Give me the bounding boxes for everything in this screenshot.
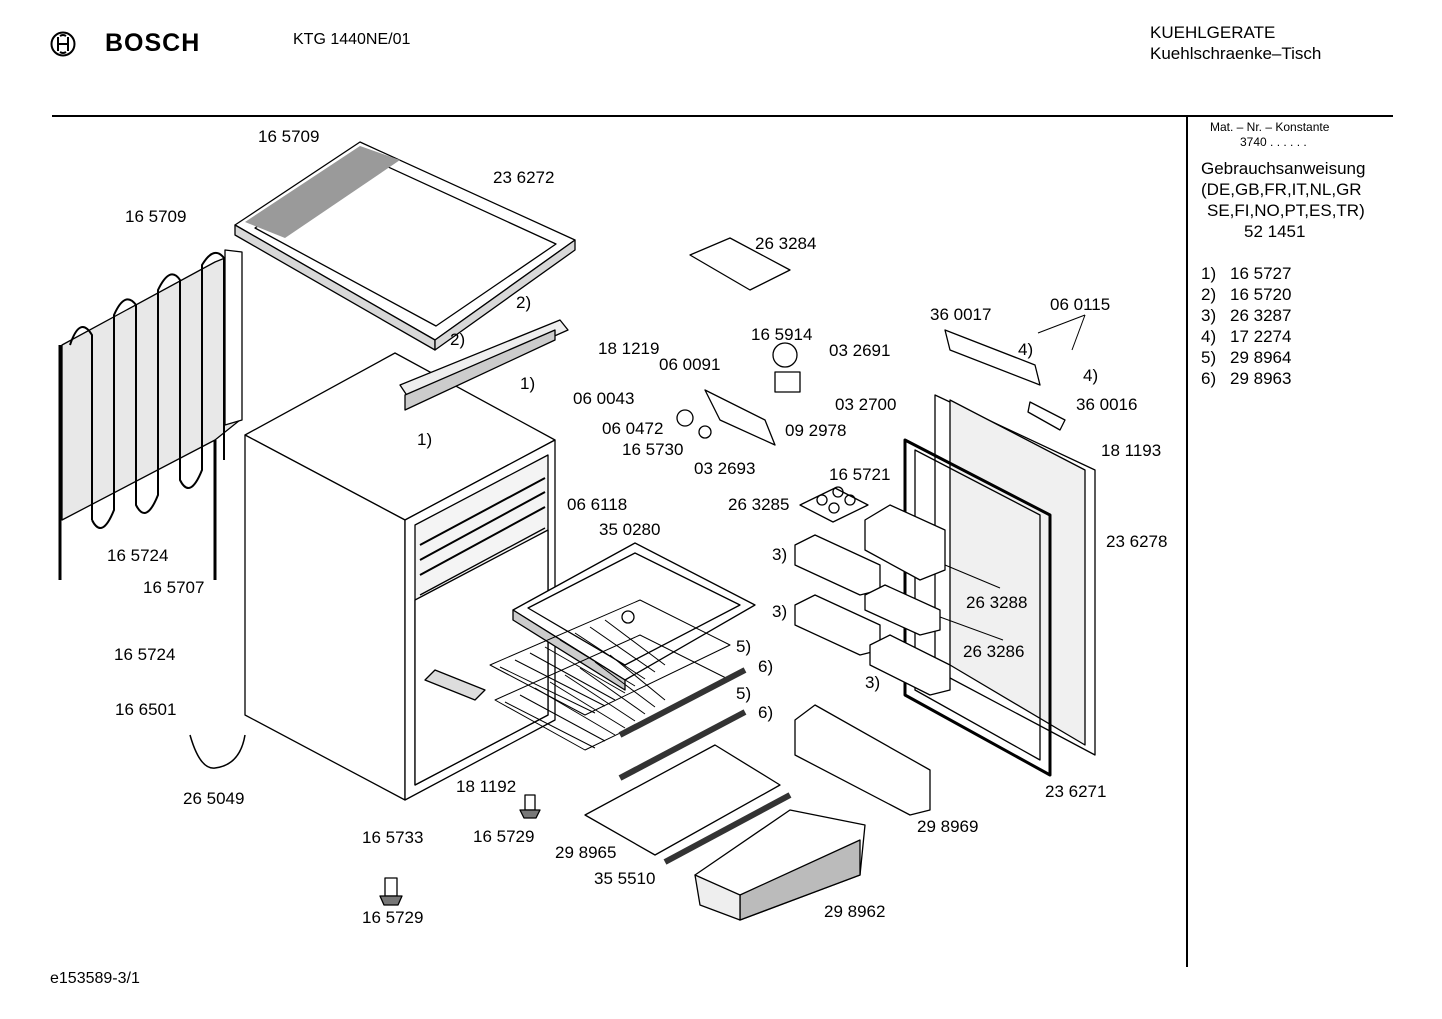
mat-nr-label: Mat. – Nr. – Konstante (1210, 120, 1330, 134)
part-label: 5) (736, 684, 752, 703)
part-label: 03 2693 (694, 459, 756, 478)
document-id: e153589-3/1 (50, 970, 140, 987)
part-label: 29 8962 (824, 902, 886, 921)
part-label: 16 5721 (829, 465, 891, 484)
bosch-logo-icon (50, 31, 76, 57)
note-value: 29 8964 (1230, 348, 1292, 367)
hinge-cover-top (944, 329, 1041, 386)
part-label: 29 8969 (917, 817, 979, 836)
part-label: 6) (758, 657, 774, 676)
cabinet-body (244, 352, 556, 801)
part-label: 26 3284 (755, 234, 817, 253)
part-label: 5) (736, 637, 752, 656)
part-label: 26 3285 (728, 495, 790, 514)
part-label: 36 0017 (930, 305, 992, 324)
part-label: 18 1193 (1101, 441, 1162, 460)
manual-title: Gebrauchsanweisung (1201, 159, 1366, 178)
note-key: 4) (1201, 327, 1217, 346)
note-key: 1) (1201, 264, 1217, 283)
note-value: 16 5727 (1230, 264, 1292, 283)
part-label: 35 0280 (599, 520, 661, 539)
part-label: 18 1219 (598, 339, 660, 358)
part-label: 16 5724 (114, 645, 176, 664)
note-key: 6) (1201, 369, 1217, 388)
note-key: 3) (1201, 306, 1217, 325)
part-label: 16 5729 (362, 908, 424, 927)
category-title: KUEHLGERATE (1150, 23, 1276, 42)
part-label: 16 5729 (473, 827, 535, 846)
part-label: 26 3286 (963, 642, 1025, 661)
part-label: 16 5730 (622, 440, 684, 459)
part-label: 23 6272 (493, 168, 555, 187)
part-label: 3) (772, 602, 788, 621)
door-bottle-shelf (794, 704, 931, 816)
condenser-coil (58, 249, 243, 580)
part-label: 18 1192 (456, 777, 517, 796)
part-label: 26 5049 (183, 789, 245, 808)
part-label: 23 6271 (1045, 782, 1107, 801)
part-label: 1) (417, 430, 433, 449)
manual-number: 52 1451 (1244, 222, 1306, 241)
category-subtitle: Kuehlschraenke–Tisch (1150, 44, 1322, 63)
mat-nr-value: 3740 . . . . . . (1240, 135, 1307, 149)
trim-strips (618, 667, 792, 865)
power-cord (189, 734, 246, 769)
part-label: 03 2691 (829, 341, 891, 360)
part-label: 06 0472 (602, 419, 664, 438)
part-label: 29 8965 (555, 843, 617, 862)
part-label: 16 5709 (258, 127, 320, 146)
part-label: 06 6118 (567, 495, 628, 514)
part-label: 16 5709 (125, 207, 187, 226)
part-label: 3) (772, 545, 788, 564)
header-divider (52, 115, 1393, 117)
note-value: 17 2274 (1230, 327, 1292, 346)
part-label: 35 5510 (594, 869, 656, 888)
brand-name: BOSCH (105, 29, 201, 57)
door-assembly (903, 394, 1096, 777)
note-value: 29 8963 (1230, 369, 1292, 388)
part-label: 6) (758, 703, 774, 722)
note-key: 5) (1201, 348, 1217, 367)
part-label: 2) (516, 293, 532, 312)
part-label: 16 5733 (362, 828, 424, 847)
note-value: 26 3287 (1230, 306, 1292, 325)
part-label: 16 5914 (751, 325, 813, 344)
crisper-cover (584, 744, 781, 856)
part-label: 16 5707 (143, 578, 205, 597)
part-label: 1) (520, 374, 536, 393)
note-value: 16 5720 (1230, 285, 1292, 304)
part-label: 16 5724 (107, 546, 169, 565)
sidebar-divider (1186, 117, 1188, 967)
adjustable-feet (379, 794, 541, 906)
model-number: KTG 1440NE/01 (293, 31, 411, 48)
part-label: 26 3288 (966, 593, 1028, 612)
part-label: 16 6501 (115, 700, 177, 719)
part-label: 2) (450, 330, 466, 349)
door-bins (794, 504, 951, 696)
manual-languages-2: SE,FI,NO,PT,ES,TR) (1207, 201, 1365, 220)
part-label: 4) (1083, 366, 1099, 385)
part-label: 09 2978 (785, 421, 847, 440)
part-label: 3) (865, 673, 881, 692)
thermostat-assembly (676, 342, 801, 446)
egg-tray (799, 486, 869, 523)
part-label: 23 6278 (1106, 532, 1168, 551)
top-cover (234, 141, 576, 351)
leader-lines (939, 314, 1086, 641)
manual-languages-1: (DE,GB,FR,IT,NL,GR (1201, 180, 1362, 199)
part-label: 36 0016 (1076, 395, 1138, 414)
hinge-cover-bottom (1027, 401, 1066, 431)
part-label: 4) (1018, 340, 1034, 359)
crisper-drawer (694, 809, 866, 921)
part-label: 06 0043 (573, 389, 635, 408)
note-key: 2) (1201, 285, 1217, 304)
part-label: 06 0115 (1050, 295, 1111, 314)
part-label: 06 0091 (659, 355, 721, 374)
ice-tray (689, 237, 791, 291)
part-label: 03 2700 (835, 395, 897, 414)
